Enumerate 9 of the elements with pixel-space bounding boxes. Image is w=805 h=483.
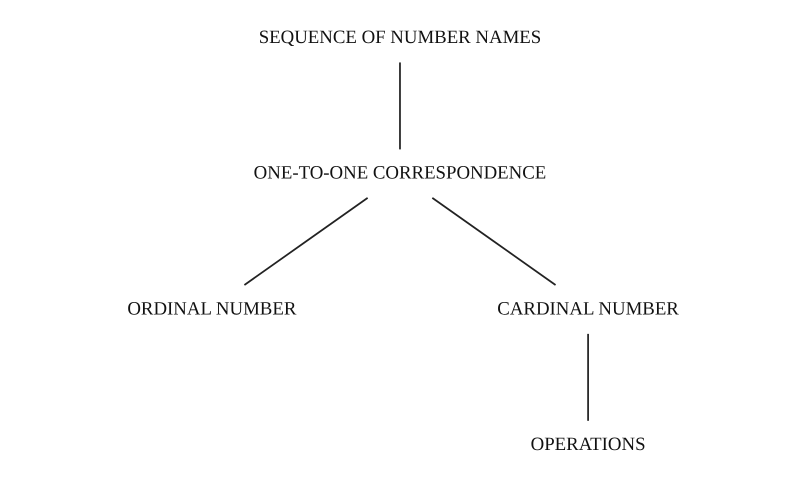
node-text: SEQUENCE OF NUMBER NAMES [258, 26, 541, 48]
node-text: ORDINAL NUMBER [126, 298, 296, 320]
node-text: OPERATIONS [530, 434, 646, 456]
node-text: CARDINAL NUMBER [496, 298, 678, 320]
connector [431, 197, 556, 286]
connector [586, 334, 588, 421]
connector [398, 62, 400, 150]
connector [243, 197, 368, 286]
node-text: ONE-TO-ONE CORRESPONDENCE [253, 162, 546, 184]
